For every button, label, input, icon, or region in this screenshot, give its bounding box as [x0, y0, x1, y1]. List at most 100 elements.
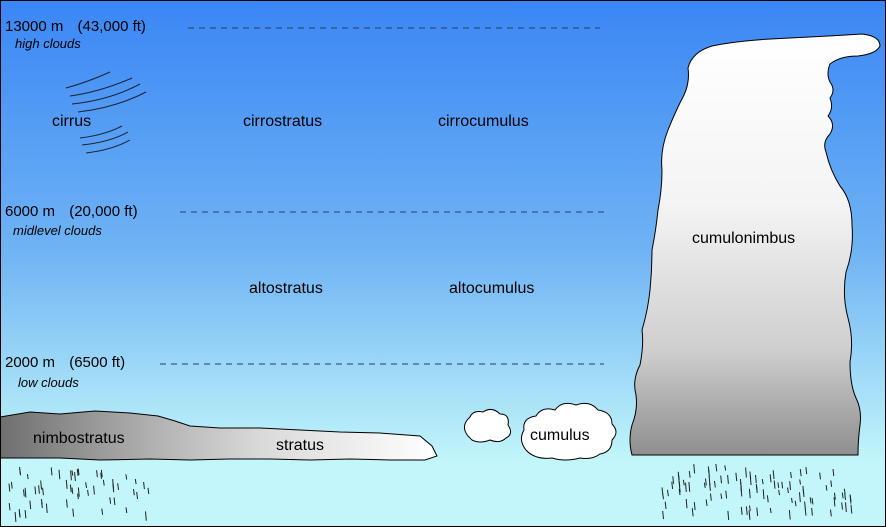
raindrop: [708, 475, 711, 486]
rain-under-nimbostratus: [8, 466, 150, 522]
raindrop: [693, 502, 696, 511]
raindrop: [70, 470, 72, 481]
altitude-feet: (6500 ft): [69, 354, 126, 371]
raindrop: [109, 497, 112, 504]
raindrop: [727, 475, 729, 484]
raindrop: [778, 489, 780, 496]
raindrop: [691, 508, 694, 517]
raindrop: [134, 478, 137, 485]
label-cumulus: cumulus: [530, 427, 590, 444]
raindrop: [72, 508, 75, 517]
raindrop: [662, 510, 664, 520]
label-cumulonimbus: cumulonimbus: [692, 230, 796, 247]
raindrop: [802, 489, 805, 497]
raindrop: [14, 511, 17, 522]
raindrop: [77, 493, 79, 500]
raindrop: [85, 482, 87, 489]
raindrop: [693, 464, 696, 474]
raindrop: [136, 491, 138, 500]
rain-under-cumulonimbus: [661, 463, 853, 521]
raindrop: [725, 490, 728, 499]
raindrop: [38, 485, 40, 494]
label-altostratus: altostratus: [249, 280, 323, 297]
raindrop: [69, 484, 72, 493]
altitude-label-6000m: 6000 m (20,000 ft): [5, 203, 138, 220]
raindrop: [789, 481, 791, 490]
raindrop: [766, 495, 769, 503]
raindrop: [143, 481, 145, 490]
raindrop: [682, 479, 685, 486]
raindrop: [843, 488, 846, 494]
raindrop: [787, 487, 789, 494]
raindrop: [841, 502, 843, 510]
zone-label-high: high clouds: [15, 36, 81, 51]
raindrop: [735, 472, 738, 482]
raindrop: [65, 479, 68, 489]
raindrop: [804, 501, 806, 510]
raindrop: [29, 500, 32, 510]
raindrop: [714, 480, 716, 488]
raindrop: [71, 487, 74, 494]
raindrop: [755, 485, 758, 494]
raindrop: [18, 511, 21, 518]
raindrop: [8, 483, 11, 492]
altitude-meters: 2000 m: [5, 354, 56, 371]
raindrop: [844, 493, 846, 500]
raindrop: [125, 507, 128, 514]
raindrop: [19, 469, 22, 476]
raindrop: [145, 511, 147, 521]
altitude-meters: 13000 m: [5, 18, 64, 35]
raindrop: [685, 498, 688, 509]
raindrop: [45, 503, 48, 513]
altitude-label-13000m: 13000 m (43,000 ft): [5, 18, 146, 35]
raindrop: [672, 476, 675, 484]
raindrop: [688, 482, 691, 492]
raindrop: [834, 492, 836, 500]
altitude-label-2000m: 2000 m (6500 ft): [5, 354, 125, 371]
raindrop: [93, 485, 95, 495]
raindrop: [58, 469, 61, 480]
raindrop: [749, 505, 751, 512]
raindrop: [769, 507, 772, 514]
raindrop: [790, 472, 792, 479]
raindrop: [748, 510, 751, 520]
raindrop: [727, 510, 730, 521]
raindrop: [830, 480, 833, 487]
label-stratus: stratus: [276, 437, 325, 454]
raindrop: [705, 499, 708, 507]
raindrop: [710, 493, 712, 501]
zone-label-low: low clouds: [18, 375, 79, 390]
raindrop: [845, 502, 847, 513]
raindrop: [825, 485, 828, 491]
label-cirrocumulus: cirrocumulus: [438, 113, 529, 130]
raindrop: [23, 489, 25, 497]
raindrop: [745, 506, 748, 516]
raindrop: [788, 510, 791, 520]
small-cumulus-cloud: [464, 408, 512, 443]
raindrop: [50, 467, 53, 476]
raindrop: [762, 489, 765, 500]
raindrop: [705, 478, 707, 486]
altitude-meters: 6000 m: [5, 203, 56, 220]
raindrop: [761, 479, 764, 485]
raindrop: [805, 467, 808, 475]
raindrop: [777, 482, 780, 488]
cumulonimbus-cloud: [629, 33, 881, 456]
raindrop: [664, 501, 667, 509]
raindrop: [77, 487, 80, 497]
raindrop: [791, 497, 793, 504]
raindrop: [102, 479, 105, 486]
raindrop: [745, 467, 747, 478]
raindrop: [87, 489, 89, 496]
raindrop: [113, 497, 116, 506]
raindrop: [133, 489, 135, 496]
ground-area: [0, 462, 886, 527]
raindrop: [794, 500, 797, 507]
raindrop: [799, 492, 801, 503]
raindrop: [756, 507, 759, 516]
raindrop: [40, 480, 42, 490]
raindrop: [117, 483, 119, 491]
raindrop: [125, 474, 128, 480]
raindrop: [833, 497, 836, 507]
